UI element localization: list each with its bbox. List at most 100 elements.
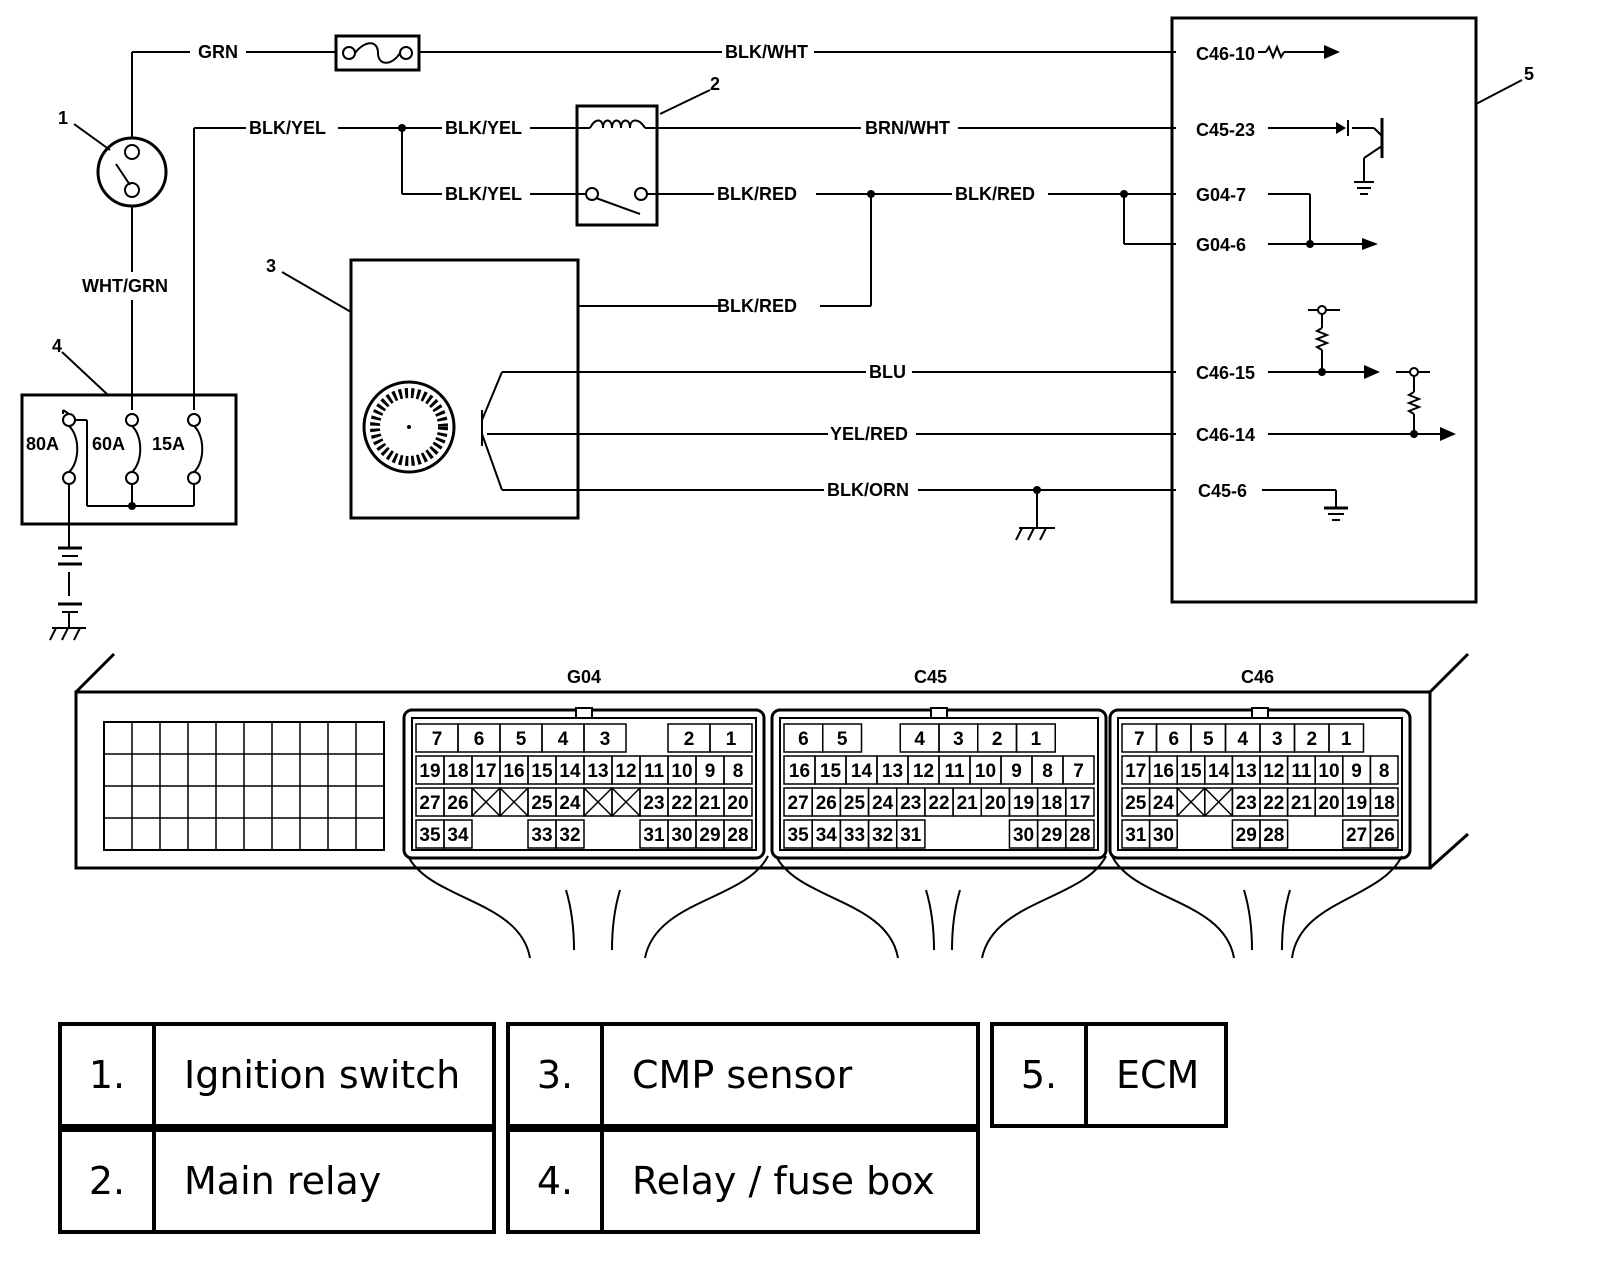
pin-number: 8 [1379, 761, 1390, 782]
fuse-80a [62, 413, 79, 485]
connector-cell [709, 723, 753, 753]
pin-number: 35 [788, 825, 810, 846]
pin-number: 27 [419, 793, 440, 814]
pin-number: 17 [475, 761, 496, 782]
callout-4: 4 [52, 336, 62, 356]
pin-number: 5 [516, 729, 527, 750]
pin-number: 29 [1236, 825, 1257, 846]
wire-label-yel-red: YEL/RED [830, 424, 908, 444]
pin-number: 26 [1374, 825, 1395, 846]
pin-number: 14 [559, 761, 581, 782]
connector-cell [1148, 819, 1178, 849]
pin-number: 8 [733, 761, 744, 782]
pin-number: 12 [913, 761, 934, 782]
pin-number: 6 [798, 729, 809, 750]
pin-number: 9 [1351, 761, 1362, 782]
pin-number: 16 [503, 761, 524, 782]
pin-number: 5 [1203, 729, 1214, 750]
pin-number: 8 [1042, 761, 1053, 782]
relay-fuse-box-symbol [20, 393, 238, 526]
pin-number: 18 [447, 761, 468, 782]
pin-number: 30 [671, 825, 692, 846]
connector-label-c46: C46 [1241, 667, 1274, 687]
pin-number: 2 [684, 729, 695, 750]
pin-number: 3 [1272, 729, 1283, 750]
pin-number: 29 [699, 825, 720, 846]
pin-number: 32 [872, 825, 893, 846]
pin-number: 20 [985, 793, 1006, 814]
pin-number: 28 [1263, 825, 1284, 846]
ecm-pin: C45-6 [1198, 481, 1247, 501]
pin-number: 33 [844, 825, 865, 846]
pin-number: 5 [837, 729, 848, 750]
pin-number: 2 [992, 729, 1003, 750]
fuse-60a [125, 413, 142, 485]
connector-cell [1259, 819, 1289, 849]
pin-number: 30 [1153, 825, 1174, 846]
legend-num: 5. [990, 1022, 1088, 1128]
pin-number: 10 [671, 761, 692, 782]
legend-label: Relay / fuse box [600, 1128, 980, 1234]
pin-number: 15 [1180, 761, 1202, 782]
pin-number: 21 [957, 793, 979, 814]
pin-number: 27 [1346, 825, 1367, 846]
connector-cell [723, 755, 753, 785]
pin-number: 6 [1168, 729, 1179, 750]
legend-num: 3. [506, 1022, 604, 1128]
pin-number: 18 [1041, 793, 1062, 814]
fuse-label: 15A [152, 434, 185, 454]
legend-num: 1. [58, 1022, 156, 1128]
pin-number: 12 [1263, 761, 1284, 782]
battery-icon [49, 546, 86, 641]
pin-number: 25 [844, 793, 866, 814]
wire-label-blk-yel: BLK/YEL [445, 118, 522, 138]
fuse-label: 80A [26, 434, 59, 454]
pin-number: 22 [671, 793, 692, 814]
pin-number: 29 [1041, 825, 1062, 846]
pin-number: 7 [432, 729, 443, 750]
pin-number: 33 [531, 825, 552, 846]
pin-number: 10 [1318, 761, 1339, 782]
pin-number: 22 [928, 793, 949, 814]
connector-cell [1369, 787, 1399, 817]
legend-num: 4. [506, 1128, 604, 1234]
pin-number: 24 [872, 793, 894, 814]
legend-table: 1. Ignition switch 3. CMP sensor 5. ECM … [58, 1022, 1228, 1234]
pin-number: 19 [1013, 793, 1034, 814]
pin-number: 4 [1237, 729, 1248, 750]
pin-number: 23 [900, 793, 921, 814]
ecm-pin: C46-14 [1196, 425, 1255, 445]
callout-1: 1 [58, 108, 68, 128]
pin-number: 24 [1153, 793, 1175, 814]
connector-cell [1062, 755, 1095, 785]
pin-number: 26 [816, 793, 837, 814]
pin-number: 14 [1208, 761, 1230, 782]
pin-number: 32 [559, 825, 580, 846]
wire-label-blk-wht: BLK/WHT [725, 42, 808, 62]
connector-grid-block [103, 721, 385, 851]
ecm-symbol [1170, 16, 1478, 604]
wire-label-blk-red: BLK/RED [717, 184, 797, 204]
wire-label-brn-wht: BRN/WHT [865, 118, 950, 138]
pin-number: 9 [705, 761, 716, 782]
connector-cell [895, 819, 926, 849]
wire-label-grn: GRN [198, 42, 238, 62]
fuse-15a [187, 413, 204, 485]
pin-number: 7 [1073, 761, 1084, 782]
pin-number: 9 [1011, 761, 1022, 782]
pin-number: 11 [644, 761, 665, 782]
connector-cell [723, 787, 753, 817]
pin-number: 31 [1125, 825, 1147, 846]
pin-number: 16 [789, 761, 810, 782]
pin-number: 19 [1346, 793, 1367, 814]
wire-label-blu: BLU [869, 362, 906, 382]
legend-label: ECM [1084, 1022, 1228, 1128]
pin-number: 21 [699, 793, 721, 814]
pin-number: 16 [1153, 761, 1174, 782]
wire-label-blk-orn: BLK/ORN [827, 480, 909, 500]
pin-number: 34 [447, 825, 469, 846]
pin-number: 7 [1134, 729, 1145, 750]
pin-number: 14 [851, 761, 873, 782]
